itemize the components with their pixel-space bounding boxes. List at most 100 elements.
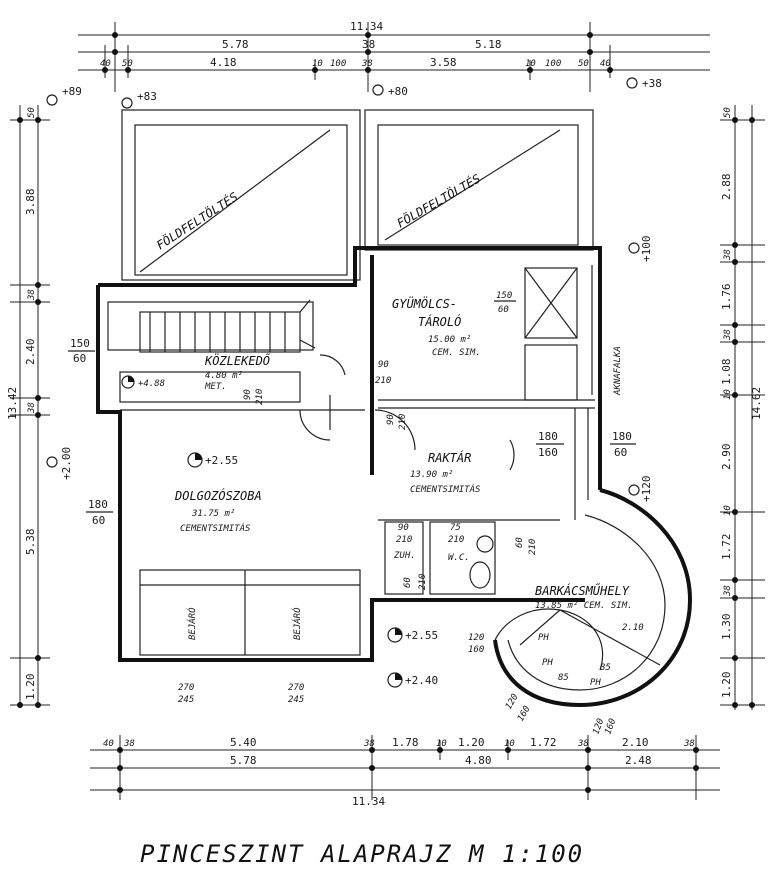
- opening-labels: 150 60 150 60 90 210 90 210 90 210 180 1…: [68, 291, 644, 736]
- level-markers: [46, 77, 640, 688]
- dim-bottom-j: 38: [577, 739, 589, 749]
- top-dimension-labels: 11.34 5.78 38 5.18 40 50 4.18 10 100 38 …: [100, 20, 611, 69]
- opening-ph5: 85: [600, 663, 611, 673]
- dim-bottom-e: 1.78: [392, 736, 419, 749]
- dim-bottom-n: 4.80: [465, 754, 492, 767]
- bejaro-label-1: BEJÁRÓ: [186, 607, 198, 640]
- opening-o34: 245: [288, 695, 304, 705]
- level-3: +2.55: [405, 629, 438, 642]
- dim-left-c: 38: [27, 289, 37, 301]
- dim-left-b: 3.88: [24, 189, 37, 216]
- opening-o5: 90: [378, 360, 389, 370]
- opening-o20: 210: [448, 535, 464, 545]
- opening-ph6: 2.10: [622, 623, 644, 633]
- dim-top-n: 40: [600, 59, 611, 69]
- dim-right-e: 38: [723, 329, 733, 341]
- room-dolgozo-name: DOLGOZÓSZOBA: [174, 488, 262, 503]
- dim-top-k: 10: [525, 59, 536, 69]
- opening-o17: 90: [398, 523, 409, 533]
- dim-bottom-b: 38: [123, 739, 135, 749]
- dim-left-e: 38: [27, 402, 37, 414]
- dim-left-g: 1.20: [24, 674, 37, 701]
- opening-o4: 60: [498, 305, 509, 315]
- room-raktar-floor: CEMENTSIMITÁS: [410, 483, 481, 495]
- dim-left-a: 50: [27, 107, 37, 118]
- opening-ph2: PH: [542, 658, 553, 668]
- dim-right-h: 2.90: [720, 444, 733, 471]
- dim-top-a: 5.78: [222, 38, 249, 51]
- dim-bottom-c: 5.40: [230, 736, 257, 749]
- opening-o18: 210: [396, 535, 412, 545]
- dim-top-c: 5.18: [475, 38, 502, 51]
- room-gyumolcs-name: GYÜMÖLCS-: [392, 295, 457, 311]
- level-6: +80: [388, 85, 408, 98]
- room-kozlekedo-name: KÖZLEKEDŐ: [204, 352, 271, 368]
- earth-fill-areas: [121, 109, 594, 281]
- dim-right-total: 14.62: [750, 387, 763, 420]
- earth-fill-label-2: FÖLDFELTÖLTÉS: [394, 170, 483, 231]
- opening-o8: 210: [255, 389, 265, 405]
- dim-right-j: 1.72: [720, 534, 733, 561]
- opening-o27: 120: [504, 692, 521, 711]
- dim-bottom-l: 38: [683, 739, 695, 749]
- dim-bottom-total: 11.34: [352, 795, 385, 808]
- level-4: +2.40: [405, 674, 438, 687]
- opening-o2: 60: [73, 352, 86, 365]
- earth-fill-label-1: FÖLDFELTÖLTÉS: [153, 188, 240, 253]
- opening-o12: 160: [538, 446, 558, 459]
- opening-ph3: PH: [590, 678, 601, 688]
- dim-top-i: 38: [361, 59, 373, 69]
- walls: [96, 246, 693, 708]
- dim-top-b: 38: [362, 38, 375, 51]
- room-raktar-area: 13.90 m²: [410, 470, 453, 480]
- dim-left-f: 5.38: [24, 529, 37, 556]
- dim-right-f: 1.08: [720, 359, 733, 386]
- dim-top-e: 50: [122, 59, 133, 69]
- opening-o33: 270: [288, 683, 304, 693]
- opening-o11: 180: [538, 430, 558, 443]
- opening-o25: 120: [468, 633, 484, 643]
- dim-right-d: 1.76: [720, 284, 733, 311]
- opening-o1: 150: [70, 337, 90, 350]
- opening-o15: 180: [88, 498, 108, 511]
- room-gyumolcs-floor: CEM. SIM.: [432, 348, 481, 358]
- dim-top-l: 100: [545, 59, 561, 69]
- dim-right-b: 2.88: [720, 174, 733, 201]
- opening-o16: 60: [92, 514, 105, 527]
- dim-right-c: 38: [723, 249, 733, 261]
- aknafal-label: AKNAFALKA: [613, 346, 623, 396]
- dim-top-f: 4.18: [210, 56, 237, 69]
- bejaro-label-2: BEJÁRÓ: [291, 607, 303, 640]
- opening-o3: 150: [496, 291, 512, 301]
- dim-top-j: 3.58: [430, 56, 457, 69]
- dim-bottom-d: 38: [363, 739, 375, 749]
- level-9: +38: [642, 77, 662, 90]
- level-1: +2.55: [205, 454, 238, 467]
- opening-ph1: PH: [538, 633, 549, 643]
- opening-o31: 270: [178, 683, 194, 693]
- dim-right-i: 10: [723, 505, 733, 516]
- opening-o6: 210: [375, 376, 391, 386]
- dim-bottom-a: 40: [103, 739, 114, 749]
- dim-left-d: 2.40: [24, 339, 37, 366]
- level-11: +120: [640, 476, 653, 503]
- dim-left-total: 13.42: [6, 387, 19, 420]
- room-kozlekedo-area: 4.80 m²: [205, 371, 243, 381]
- dim-bottom-m: 5.78: [230, 754, 257, 767]
- dim-right-a: 50: [723, 107, 733, 118]
- opening-o23: 210: [418, 574, 428, 590]
- dim-bottom-f: 10: [436, 739, 447, 749]
- room-gyumolcs-area: 15.00 m²: [428, 335, 471, 345]
- dim-right-m: 1.20: [720, 672, 733, 699]
- room-raktar-name: RAKTÁR: [428, 450, 471, 465]
- level-labels: +2.55 +4.88 +2.55 +2.40 +2.00 +80 +89 +8…: [60, 77, 662, 687]
- bottom-dimension-labels: 40 38 5.40 38 1.78 10 1.20 10 1.72 38 2.…: [103, 736, 695, 808]
- level-2: +4.88: [138, 379, 165, 389]
- dim-right-l: 1.30: [720, 614, 733, 641]
- dim-top-d: 40: [100, 59, 111, 69]
- opening-o26: 160: [468, 645, 484, 655]
- drawing-title: PINCESZINT ALAPRAJZ M 1:100: [140, 840, 584, 868]
- room-barkacs-name: BARKÁCSMŰHELY: [535, 583, 630, 598]
